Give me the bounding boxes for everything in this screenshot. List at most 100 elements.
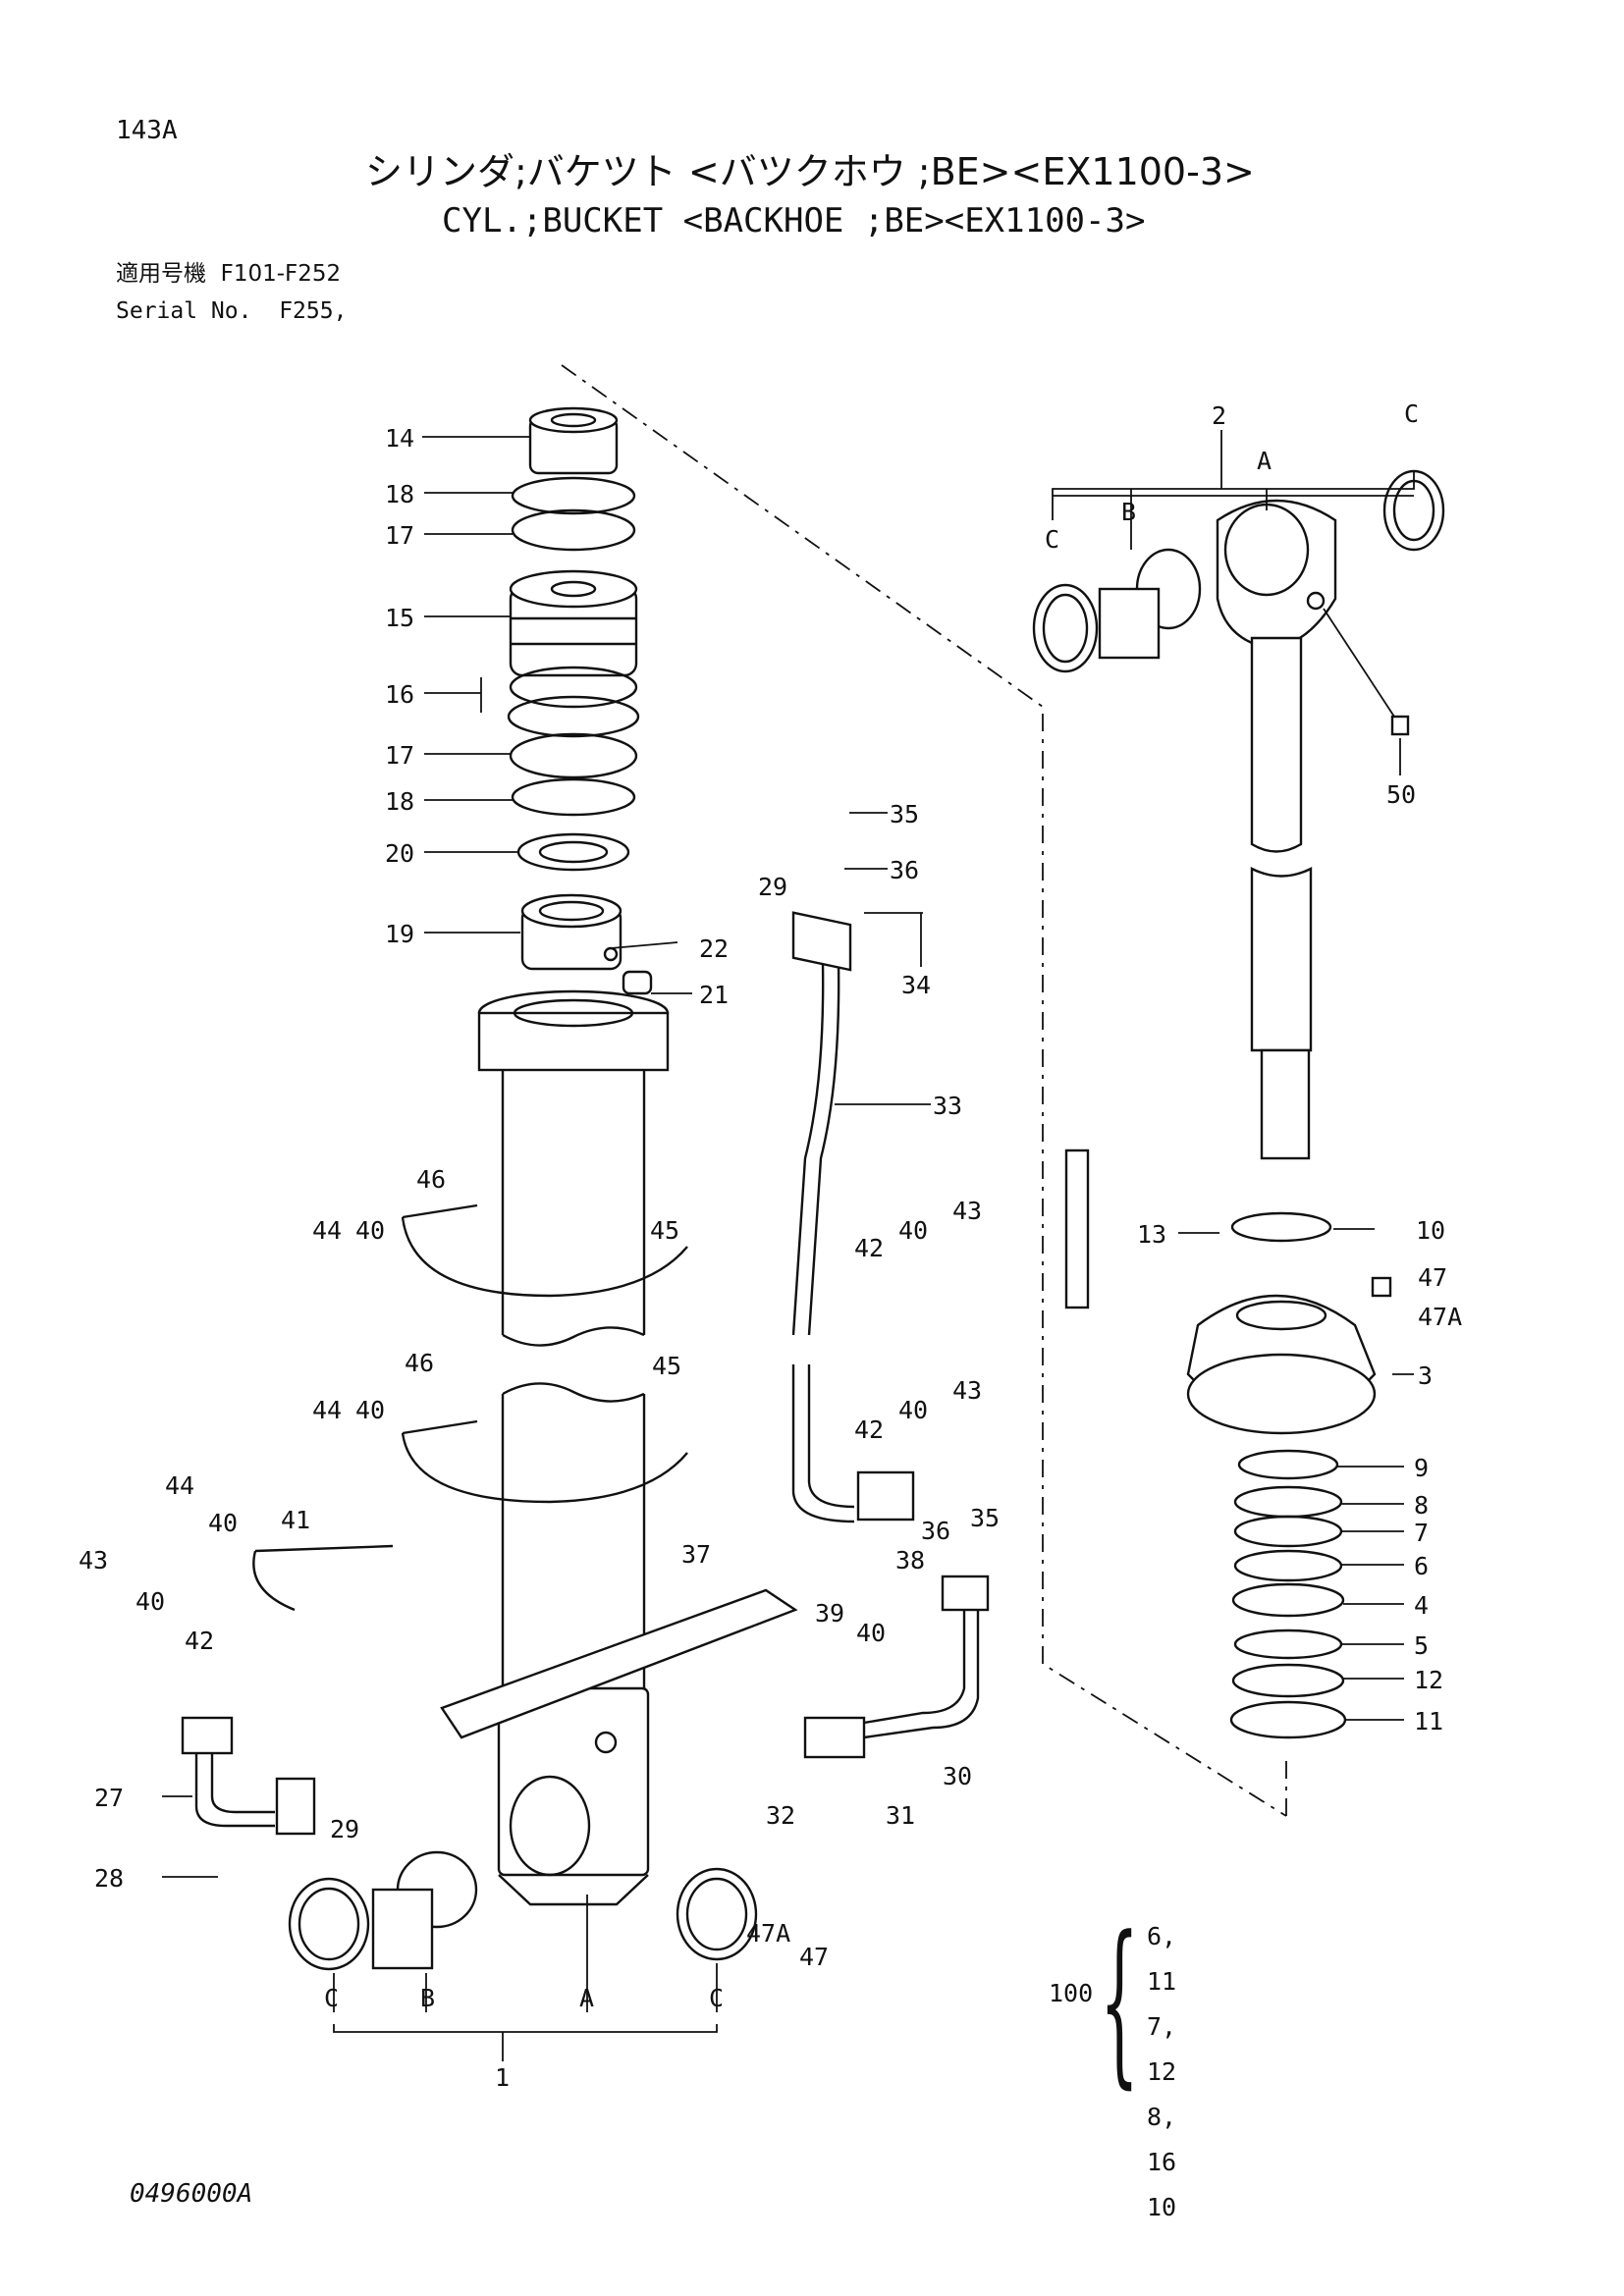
callout-13: 13	[1137, 1220, 1166, 1249]
callout-17: 17	[385, 741, 414, 770]
serial-range-jp: F101-F252	[220, 261, 342, 287]
callout-37: 37	[681, 1540, 711, 1569]
serial-label-jp: 適用号機	[116, 261, 206, 287]
part-7-seal	[1233, 1515, 1343, 1548]
serial-range-en: F255,	[279, 298, 348, 324]
part-21-screw	[622, 970, 653, 995]
callout-46: 46	[405, 1349, 434, 1377]
callout-42: 42	[854, 1234, 884, 1262]
kit-item: 8, 16	[1147, 2103, 1177, 2176]
leader-lines	[162, 430, 1415, 2061]
rod-assembly	[1032, 469, 1445, 1160]
callout-7: 7	[1414, 1519, 1429, 1547]
callout-17: 17	[385, 521, 414, 550]
part-9-seal	[1237, 1449, 1339, 1480]
callout-35: 35	[890, 800, 919, 828]
callout-10: 10	[1416, 1216, 1445, 1245]
callout-43: 43	[952, 1376, 982, 1405]
part-17-lower-ring	[509, 732, 638, 779]
part-18-lower-ring	[511, 777, 636, 817]
serial-applicability-jp: 適用号機 F101-F252	[116, 263, 341, 286]
callout-45: 45	[652, 1352, 681, 1380]
callout-38: 38	[895, 1546, 925, 1575]
callout-44: 44	[312, 1396, 342, 1424]
callout-11: 11	[1414, 1707, 1443, 1735]
callout-36: 36	[890, 856, 919, 884]
part-12-ring	[1231, 1663, 1345, 1698]
kit-item: 6, 11	[1147, 1922, 1177, 1996]
part-C-seal-right	[676, 1867, 758, 1961]
part-13-bolt	[1064, 1148, 1090, 1309]
cylinder-head-3	[1064, 1148, 1392, 1435]
part-10-ring	[1230, 1211, 1332, 1243]
callout-C: C	[324, 1984, 339, 2012]
callout-28: 28	[94, 1864, 124, 1893]
callout-31: 31	[886, 1801, 915, 1830]
callout-45: 45	[650, 1216, 679, 1245]
callout-43: 43	[79, 1546, 108, 1575]
callout-16: 16	[385, 680, 414, 709]
part-6-seal	[1233, 1549, 1343, 1582]
title-japanese: シリンダ;バケツト <バツクホウ ;BE><EX1100-3>	[365, 150, 1255, 193]
callout-42: 42	[185, 1627, 214, 1655]
callout-40: 40	[355, 1396, 385, 1424]
serial-label-en: Serial No.	[116, 298, 252, 324]
part-22-ball	[603, 946, 619, 962]
callout-C: C	[1045, 525, 1059, 554]
part-50-grease-fitting	[1390, 715, 1410, 736]
callout-40: 40	[898, 1216, 928, 1245]
part-19-nut	[520, 893, 623, 971]
callout-20: 20	[385, 839, 414, 868]
part-5-ring	[1233, 1629, 1343, 1660]
part-11-oring	[1229, 1700, 1347, 1739]
cylinder-tube	[477, 989, 670, 1906]
callout-29: 29	[758, 873, 787, 901]
part-C-seal-left	[288, 1877, 370, 1971]
callout-40: 40	[856, 1619, 886, 1647]
callout-C: C	[1404, 400, 1419, 428]
kit-items: 6, 11 7, 12 8, 16 10	[1147, 1914, 1176, 2230]
callout-1: 1	[495, 2063, 510, 2092]
callout-22: 22	[699, 934, 729, 963]
callout-A: A	[1257, 447, 1272, 475]
callout-40: 40	[135, 1587, 165, 1616]
callout-44: 44	[165, 1471, 194, 1500]
callout-32: 32	[766, 1801, 795, 1830]
bottom-pins	[288, 1850, 758, 1971]
piston-stack	[507, 406, 653, 995]
callout-12: 12	[1414, 1666, 1443, 1694]
part-16-seal	[509, 666, 638, 709]
callout-40: 40	[208, 1509, 238, 1537]
kit-brace: {	[1100, 1899, 1140, 2105]
callout-40: 40	[898, 1396, 928, 1424]
part-B-bushing-left	[371, 1850, 478, 1970]
callout-47A: 47A	[746, 1919, 790, 1948]
callout-29: 29	[330, 1815, 359, 1843]
callout-A: A	[579, 1984, 594, 2012]
rod-seal-stack	[1229, 1449, 1347, 1739]
callout-41: 41	[281, 1506, 310, 1534]
callout-B: B	[1121, 498, 1136, 526]
callout-30: 30	[943, 1762, 972, 1790]
page-number: 143A	[116, 116, 178, 145]
callout-35: 35	[970, 1504, 1000, 1532]
callout-40: 40	[355, 1216, 385, 1245]
part-18-ring	[511, 476, 636, 515]
part-14-nut	[528, 406, 619, 475]
callout-39: 39	[815, 1599, 844, 1628]
assembly-guide-lines	[561, 364, 1287, 1817]
part-16-seal-ring	[507, 695, 640, 738]
serial-applicability-en: Serial No. F255,	[116, 300, 347, 323]
part-20-washer-hole	[538, 840, 609, 864]
title-english: CYL.;BUCKET <BACKHOE ;BE><EX1100-3>	[442, 201, 1146, 240]
callout-19: 19	[385, 920, 414, 948]
part-4-bushing	[1231, 1582, 1345, 1618]
callout-42: 42	[854, 1415, 884, 1444]
callout-21: 21	[699, 981, 729, 1009]
callout-3: 3	[1418, 1362, 1433, 1390]
part-20-washer	[516, 832, 630, 872]
callout-18: 18	[385, 480, 414, 508]
drawing-number: 0496000A	[130, 2179, 253, 2209]
callout-9: 9	[1414, 1454, 1429, 1482]
